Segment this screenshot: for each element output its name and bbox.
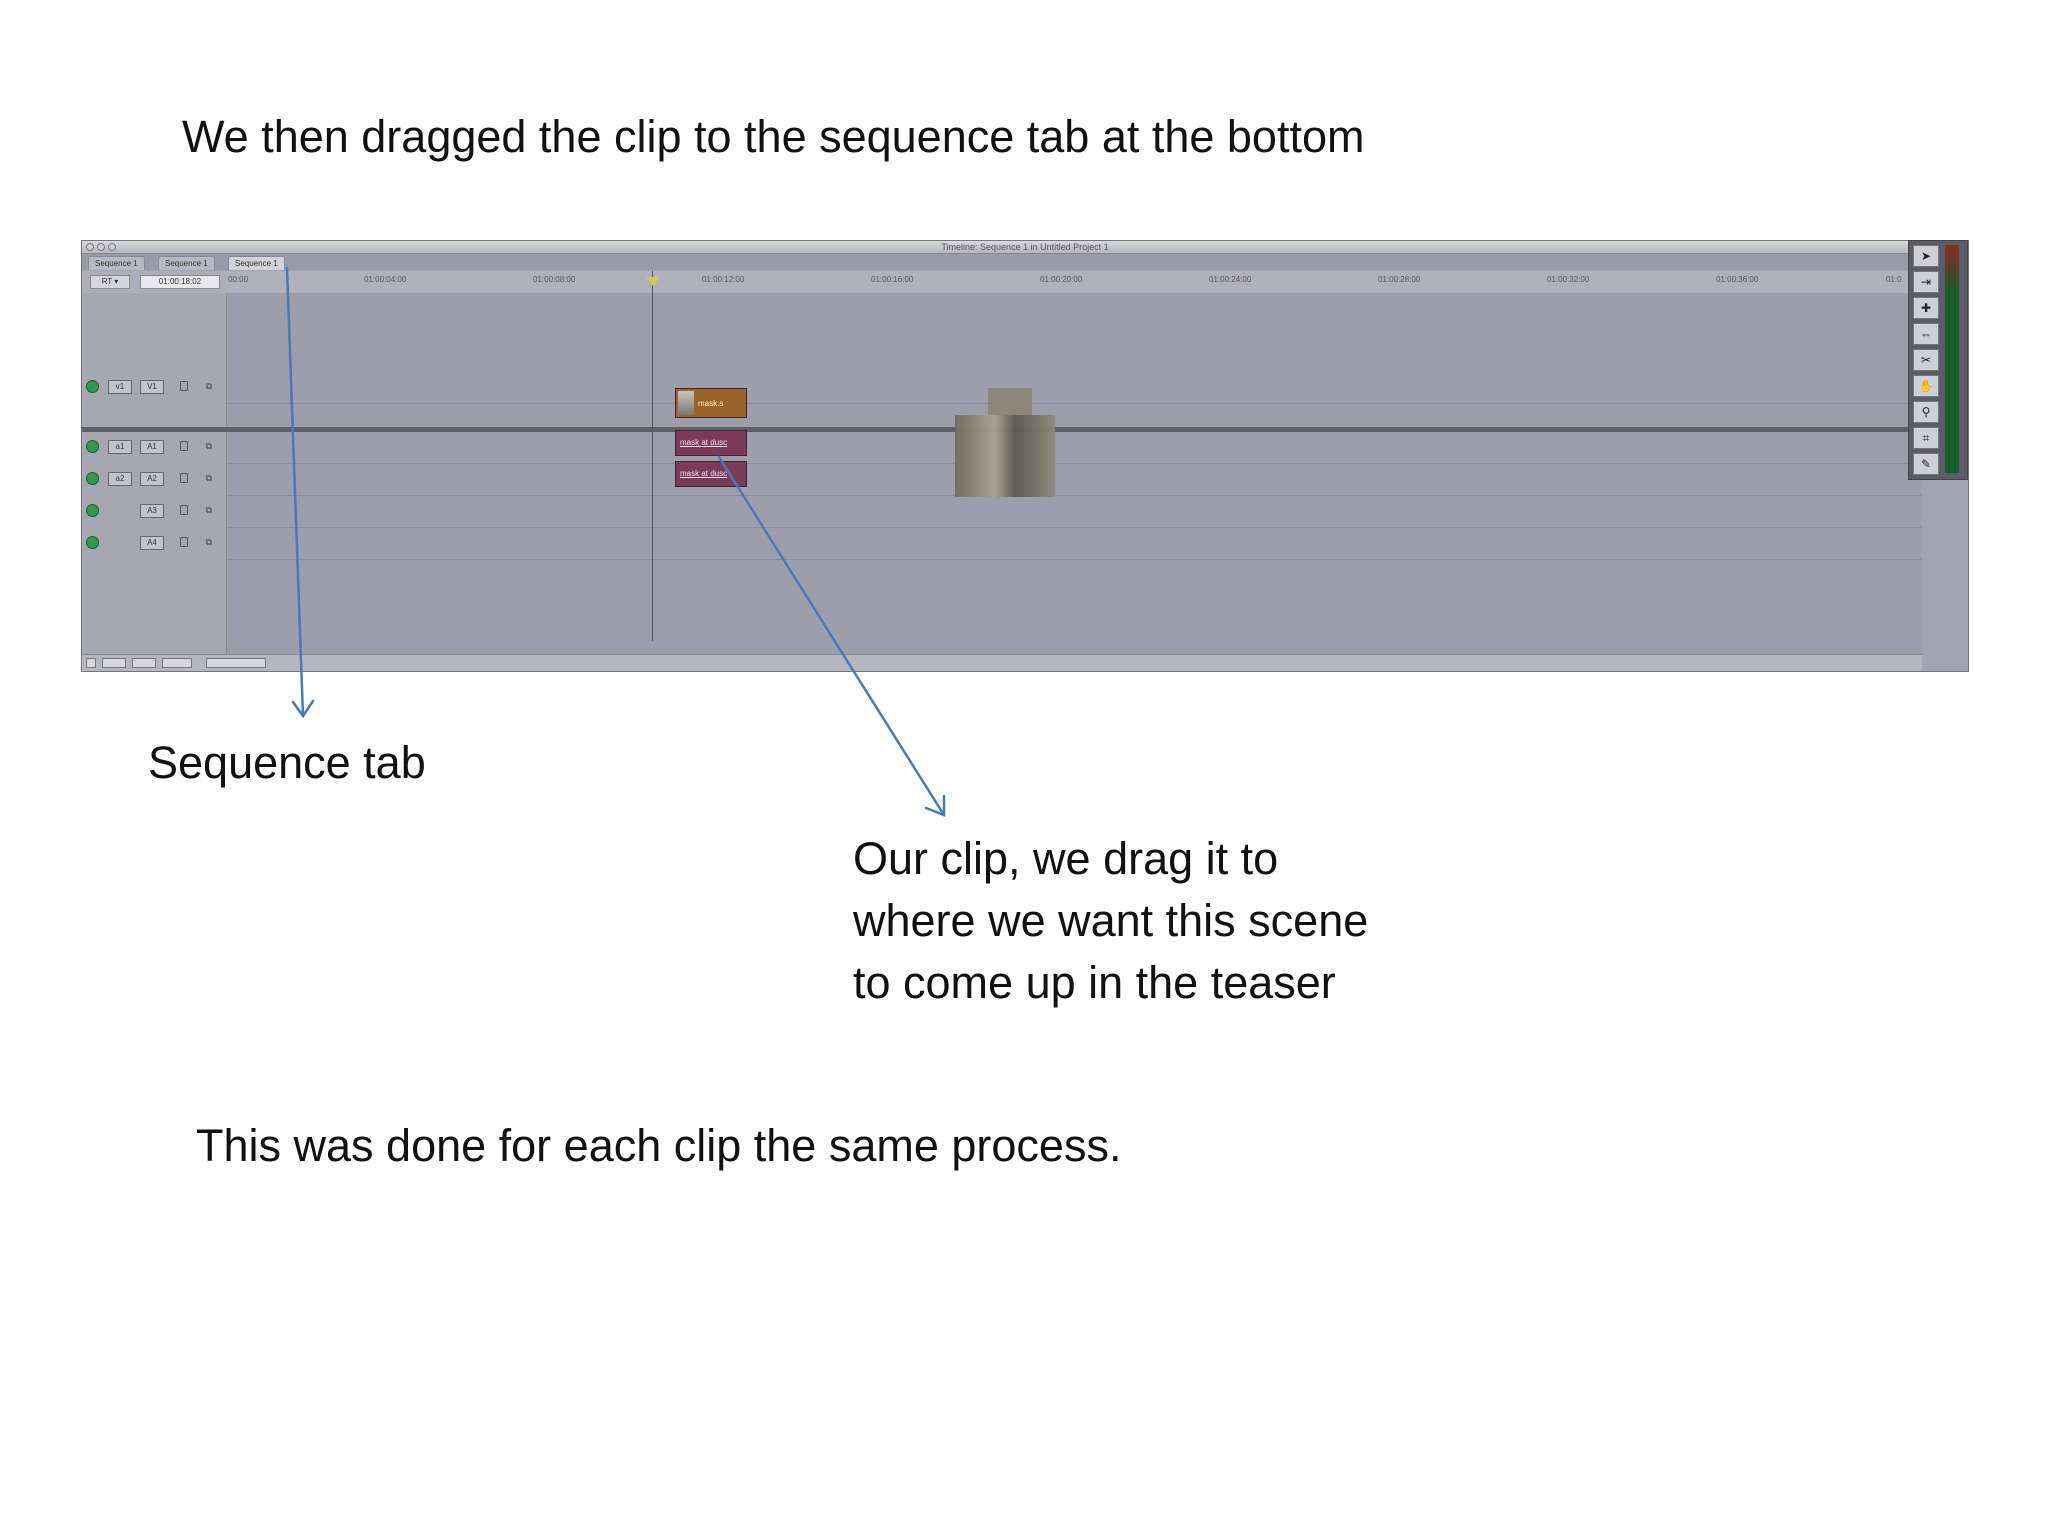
- track-row-a4: [226, 528, 1922, 560]
- ruler-tick: 01:00:36:00: [1716, 275, 1759, 284]
- ruler-tick: 01:00:32:00: [1547, 275, 1590, 284]
- dragged-clip-ghost[interactable]: [955, 415, 1055, 497]
- select-track-tool-icon[interactable]: ⇥: [1913, 271, 1939, 293]
- rt-menu-button[interactable]: RT ▾: [90, 275, 130, 289]
- ruler-tick: 01:00:08:00: [533, 275, 576, 284]
- hand-tool-icon[interactable]: ✋: [1913, 375, 1939, 397]
- ruler-tick: 01:00:20:00: [1040, 275, 1083, 284]
- window-close-icon[interactable]: [86, 243, 94, 251]
- roll-tool-icon[interactable]: ⇔: [1913, 323, 1939, 345]
- tab-sequence-1[interactable]: Sequence 1: [88, 256, 145, 270]
- clip-arrowhead: [924, 794, 946, 817]
- tab-sequence-3[interactable]: Sequence 1: [228, 256, 285, 270]
- track-toggle-icon[interactable]: [86, 472, 99, 485]
- source-patch-a2[interactable]: a2: [108, 472, 132, 486]
- track-header-a2: a2 A2 ⧉: [82, 464, 226, 495]
- video-clip[interactable]: mask.s: [675, 388, 747, 418]
- window-title: Timeline: Sequence 1 in Untitled Project…: [941, 242, 1109, 252]
- dest-patch-a1[interactable]: A1: [140, 440, 164, 454]
- lock-icon[interactable]: [180, 441, 188, 451]
- track-row-a2: [226, 464, 1922, 496]
- audio-clip-a2[interactable]: mask at dusc: [675, 461, 747, 487]
- lock-icon[interactable]: [180, 381, 188, 391]
- caption-clip: Our clip, we drag it to where we want th…: [853, 833, 1369, 1008]
- zoom-tool-icon[interactable]: ⚲: [1913, 401, 1939, 423]
- playhead-handle-icon[interactable]: [646, 277, 660, 286]
- clip-thumbnail: [678, 391, 694, 415]
- timeline-titlebar: Timeline: Sequence 1 in Untitled Project…: [82, 241, 1968, 254]
- dest-patch-a2[interactable]: A2: [140, 472, 164, 486]
- window-zoom-icon[interactable]: [108, 243, 116, 251]
- ruler-tick: 01:00:04:00: [364, 275, 407, 284]
- ruler-tick: 01:00:16:00: [871, 275, 914, 284]
- audio-clip-a1[interactable]: mask at dusc: [675, 430, 747, 456]
- caption-sequence-tab: Sequence tab: [148, 737, 426, 788]
- track-header-v1: v1 V1 ⧉: [82, 372, 226, 403]
- track-toggle-icon[interactable]: [86, 440, 99, 453]
- track-area[interactable]: [226, 293, 1922, 655]
- arrow-tool-icon[interactable]: ➤: [1913, 245, 1939, 267]
- tab-sequence-2[interactable]: Sequence 1: [158, 256, 215, 270]
- link-icon[interactable]: ⧉: [205, 505, 213, 515]
- timeline-bottom-bar: [82, 654, 1922, 671]
- track-toggle-icon[interactable]: [86, 380, 99, 393]
- clip-overlay-button[interactable]: [132, 658, 156, 668]
- track-header-column: v1 V1 ⧉ a1 A1 ⧉ a2 A2 ⧉ A3 ⧉: [82, 293, 227, 655]
- track-size-control[interactable]: [162, 658, 192, 668]
- track-toggle-icon[interactable]: [86, 536, 99, 549]
- link-icon[interactable]: ⧉: [205, 381, 213, 391]
- lock-icon[interactable]: [180, 537, 188, 547]
- link-icon[interactable]: ⧉: [205, 441, 213, 451]
- timeline-window: Timeline: Sequence 1 in Untitled Project…: [81, 240, 1969, 672]
- pen-tool-icon[interactable]: ✎: [1913, 453, 1939, 475]
- playhead[interactable]: [652, 271, 653, 641]
- audio-meter: [1945, 245, 1959, 473]
- tool-palette: ➤ ⇥ ✚ ⇔ ✂ ✋ ⚲ ⌗ ✎: [1908, 240, 1968, 480]
- track-row-a1: [226, 432, 1922, 464]
- link-icon[interactable]: ⧉: [205, 537, 213, 547]
- ruler-tick: 01:00:28:00: [1378, 275, 1421, 284]
- lock-icon[interactable]: [180, 473, 188, 483]
- sequence-tab-arrowhead: [291, 699, 315, 719]
- track-row-a3: [226, 496, 1922, 528]
- razor-tool-icon[interactable]: ✂: [1913, 349, 1939, 371]
- source-patch-v1[interactable]: v1: [108, 380, 132, 394]
- ruler-tick: 01:00:24:00: [1209, 275, 1252, 284]
- timecode-field[interactable]: 01:00:18:02: [140, 275, 220, 289]
- ruler-tick: 01:0: [1886, 275, 1902, 284]
- track-header-a3: A3 ⧉: [82, 496, 226, 527]
- ruler-tick: 00:00: [228, 275, 249, 284]
- drag-ghost-frame: [988, 388, 1032, 418]
- track-height-control[interactable]: [102, 658, 126, 668]
- ripple-tool-icon[interactable]: ✚: [1913, 297, 1939, 319]
- zoom-slider[interactable]: [206, 658, 266, 668]
- track-toggle-icon[interactable]: [86, 504, 99, 517]
- audio-clip-a1-label: mask at dusc: [680, 438, 728, 447]
- sequence-tab-bar: Sequence 1 Sequence 1 Sequence 1: [82, 254, 1922, 270]
- dest-patch-a4[interactable]: A4: [140, 536, 164, 550]
- video-clip-label: mask.s: [698, 399, 724, 408]
- caption-top: We then dragged the clip to the sequence…: [182, 111, 1365, 162]
- track-header-a4: A4 ⧉: [82, 528, 226, 559]
- track-row-v1: [226, 372, 1922, 404]
- dest-patch-v1[interactable]: V1: [140, 380, 164, 394]
- timeline-controls: RT ▾ 01:00:18:02: [82, 271, 226, 293]
- crop-tool-icon[interactable]: ⌗: [1913, 427, 1939, 449]
- lock-icon[interactable]: [180, 505, 188, 515]
- track-header-a1: a1 A1 ⧉: [82, 432, 226, 463]
- time-ruler[interactable]: 00:00 01:00:04:00 01:00:08:00 01:00:12:0…: [226, 271, 1922, 294]
- window-minimize-icon[interactable]: [97, 243, 105, 251]
- ruler-tick: 01:00:12:00: [702, 275, 745, 284]
- audio-clip-a2-label: mask at dusc: [680, 469, 728, 478]
- link-icon[interactable]: ⧉: [205, 473, 213, 483]
- caption-bottom: This was done for each clip the same pro…: [196, 1120, 1122, 1171]
- source-patch-a1[interactable]: a1: [108, 440, 132, 454]
- dest-patch-a3[interactable]: A3: [140, 504, 164, 518]
- add-track-button[interactable]: [86, 658, 96, 668]
